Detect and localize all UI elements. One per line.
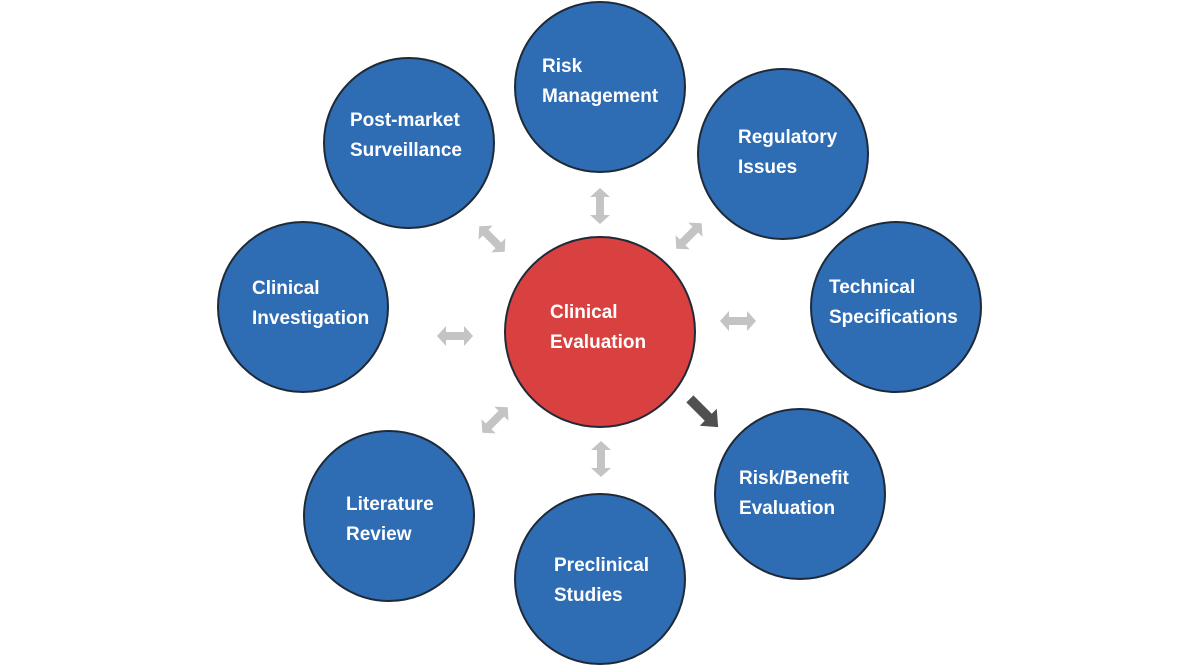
node-label-clinical-investigation-line-1: Clinical [252, 278, 320, 299]
node-circle-risk-benefit-evaluation [714, 408, 886, 580]
node-label-risk-benefit-evaluation-line-2: Evaluation [739, 498, 835, 519]
arrow-double-regulatory-issues [675, 222, 703, 250]
node-label-risk-benefit-evaluation-line-1: Risk/Benefit [739, 468, 849, 489]
node-label-post-market-surveillance-line-2: Surveillance [350, 140, 462, 161]
arrows-layer [437, 188, 756, 477]
node-label-post-market-surveillance-line-1: Post-market [350, 110, 460, 131]
node-circle-regulatory-issues [697, 68, 869, 240]
arrow-double-clinical-investigation [437, 326, 473, 346]
node-label-clinical-investigation-line-2: Investigation [252, 308, 369, 329]
node-circle-literature-review [303, 430, 475, 602]
node-label-risk-management-line-1: Risk [542, 56, 583, 77]
center-label-line-1: Clinical [550, 302, 618, 323]
node-label-regulatory-issues-line-2: Issues [738, 157, 797, 178]
node-label-preclinical-studies-line-2: Studies [554, 585, 623, 606]
node-circle-preclinical-studies [514, 493, 686, 665]
nodes-layer: RiskManagementRegulatoryIssuesTechnicalS… [217, 1, 982, 665]
node-circle-clinical-investigation [217, 221, 389, 393]
node-label-technical-specifications-line-1: Technical [829, 277, 915, 298]
center-circle [504, 236, 696, 428]
node-label-preclinical-studies-line-1: Preclinical [554, 555, 649, 576]
arrow-double-preclinical-studies [591, 441, 611, 477]
center-label-line-2: Evaluation [550, 332, 646, 353]
center-node-clinical-evaluation: Clinical Evaluation [504, 236, 696, 428]
arrow-double-literature-review [481, 406, 509, 434]
node-label-risk-management-line-2: Management [542, 86, 659, 107]
node-circle-risk-management [514, 1, 686, 173]
node-label-literature-review-line-2: Review [346, 524, 412, 545]
node-label-regulatory-issues-line-1: Regulatory [738, 127, 838, 148]
arrow-double-technical-specifications [720, 311, 756, 331]
node-circle-post-market-surveillance [323, 57, 495, 229]
node-circle-technical-specifications [810, 221, 982, 393]
arrow-double-post-market-surveillance [478, 225, 506, 253]
arrow-single-risk-benefit-evaluation [686, 395, 719, 428]
node-label-technical-specifications-line-2: Specifications [829, 307, 958, 328]
arrow-double-risk-management [590, 188, 610, 224]
node-label-literature-review-line-1: Literature [346, 494, 434, 515]
